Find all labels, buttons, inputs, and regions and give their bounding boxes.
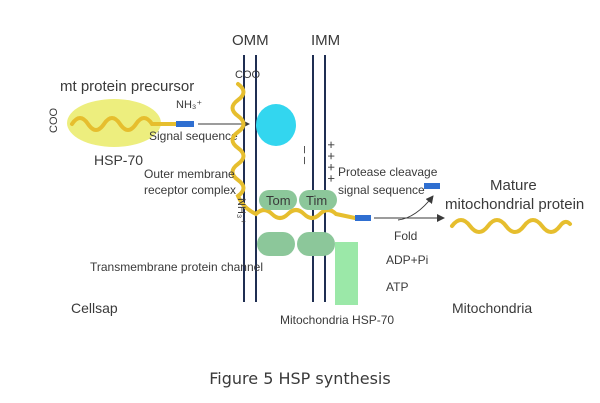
tom-complex bbox=[259, 190, 297, 210]
mature-protein-chain bbox=[450, 218, 572, 234]
mito-hsp70-label: Mitochondria HSP-70 bbox=[280, 313, 394, 327]
figure-caption: Figure 5 HSP synthesis bbox=[209, 369, 390, 388]
inner-mitochondrial-membrane bbox=[312, 55, 326, 302]
outer-receptor-label-1: Outer membrane bbox=[144, 167, 235, 181]
outer-receptor-label-2: receptor complex bbox=[144, 183, 236, 197]
plus-signs: + + + + bbox=[324, 141, 339, 182]
channel-left bbox=[257, 232, 295, 256]
channel-label: Transmembrane protein channel bbox=[90, 260, 263, 274]
nh3-precursor-label: NH₃⁺ bbox=[176, 99, 202, 111]
outer-membrane-receptor bbox=[256, 104, 296, 146]
protease-label-1: Protease cleavage bbox=[338, 165, 438, 179]
imm-label: IMM bbox=[311, 32, 340, 49]
precursor-chain bbox=[70, 116, 178, 132]
cellsap-label: Cellsap bbox=[71, 300, 118, 316]
tim-complex bbox=[299, 190, 337, 210]
coo-left-label: COO bbox=[48, 108, 60, 134]
signal-sequence-label: Signal sequence bbox=[149, 129, 238, 143]
minus-signs: – – bbox=[298, 146, 313, 165]
cleaved-signal-arrow bbox=[397, 195, 434, 221]
tom-label: Tom bbox=[266, 193, 291, 208]
channel-right bbox=[297, 232, 335, 256]
fold-label: Fold bbox=[394, 229, 417, 243]
hsp70-label: HSP-70 bbox=[94, 152, 143, 168]
tim-label: Tim bbox=[306, 193, 327, 208]
mature-label-2: mitochondrial protein bbox=[445, 196, 584, 213]
protease-label-2: signal sequence bbox=[338, 183, 425, 197]
cleaved-signal-sequence bbox=[424, 183, 440, 189]
mature-label-1: Mature bbox=[490, 177, 537, 194]
precursor-signal-sequence bbox=[176, 121, 194, 127]
importing-chain bbox=[230, 82, 357, 220]
atp-label: ATP bbox=[386, 280, 408, 294]
adp-label: ADP+Pi bbox=[386, 253, 428, 267]
mito-hsp70-bar bbox=[335, 242, 358, 305]
hsp70-chaperone bbox=[67, 99, 161, 147]
precursor-title: mt protein precursor bbox=[60, 78, 194, 95]
omm-label: OMM bbox=[232, 32, 269, 49]
coo-top-label: COO bbox=[235, 69, 261, 81]
importing-signal-sequence bbox=[355, 215, 371, 221]
nh3-vertical-label: NH₃⁺ bbox=[235, 198, 247, 224]
mitochondria-label: Mitochondria bbox=[452, 300, 532, 316]
